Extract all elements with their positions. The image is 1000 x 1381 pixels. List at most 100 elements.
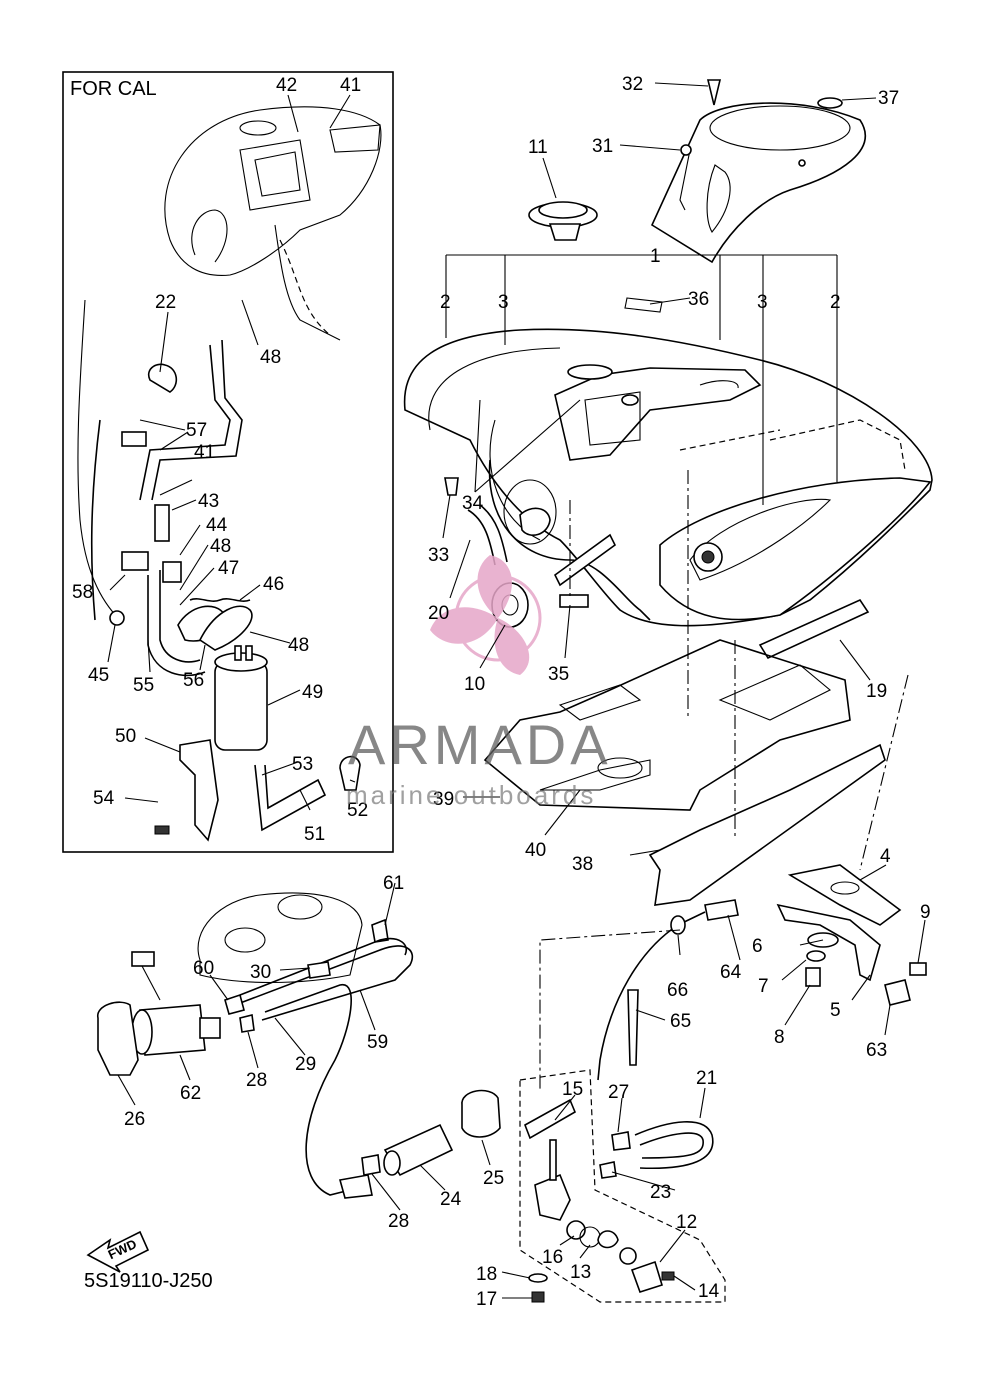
bracket-26 [97,1001,139,1076]
callout-35: 35 [548,664,569,685]
clamp-28-a [239,1014,255,1033]
callout-15: 15 [562,1079,583,1100]
callout-31: 31 [592,136,613,157]
callout-44: 44 [206,515,228,536]
damper-25 [461,1089,501,1138]
callout-13: 13 [570,1262,591,1283]
callout-42: 42 [276,75,297,96]
washer-7 [806,950,826,962]
callout-36: 36 [688,289,709,310]
callout-2-left: 2 [440,292,451,313]
fuel-pump-area [97,892,501,1199]
nut-66 [670,915,686,935]
clamp-22 [147,363,178,393]
callout-54: 54 [93,788,115,809]
callout-48-top: 48 [260,347,281,368]
callout-24: 24 [440,1189,462,1210]
nut-63 [884,979,911,1006]
cable-64 [704,899,739,921]
clip-60 [224,993,245,1015]
callout-33: 33 [428,545,449,566]
callout-32: 32 [622,74,643,95]
filter-43 [154,504,170,542]
coil-hose-56 [198,605,253,651]
callout-50: 50 [115,726,136,747]
callout-2-right: 2 [830,292,841,313]
bracket-5 [776,903,881,982]
cable-assembly [539,899,739,1090]
callout-61: 61 [383,873,404,894]
callout-3-left: 3 [498,292,509,313]
washer-18 [528,1273,548,1283]
callout-28-left: 28 [246,1070,267,1091]
bracket-assembly [776,674,927,1006]
screw-32 [706,79,722,106]
callout-10: 10 [464,674,485,695]
callout-40: 40 [525,840,546,861]
callout-28-lower: 28 [388,1211,409,1232]
callout-30: 30 [250,962,271,983]
bracket-50 [179,739,219,842]
bolt-9 [909,962,927,976]
callout-1: 1 [650,246,661,267]
armada-logo [430,555,542,675]
leader-lines [107,82,926,1299]
filler-cap-11 [528,201,598,241]
callout-43: 43 [198,491,219,512]
callout-53: 53 [292,754,313,775]
callout-57: 57 [186,420,207,441]
callout-29: 29 [295,1054,316,1075]
callout-39: 39 [433,789,454,810]
callout-3-right: 3 [757,292,768,313]
bolt-8 [805,967,821,987]
callout-22: 22 [155,292,176,313]
callout-64: 64 [720,962,742,983]
callout-48-mid: 48 [210,536,231,557]
clamp-27 [611,1131,631,1151]
callout-51: 51 [304,824,325,845]
tie-65 [627,989,639,1066]
callout-49: 49 [302,682,323,703]
callout-56: 56 [183,670,204,691]
callout-37: 37 [878,88,899,109]
callout-34: 34 [462,493,484,514]
callout-14: 14 [698,1281,720,1302]
heat-shields [483,470,886,906]
tank-emblem [659,477,932,621]
callout-21: 21 [696,1068,717,1089]
diagram-code: 5S19110-J250 [84,1270,213,1292]
inset-title: FOR CAL [70,78,157,100]
watermark-subtitle: marine outboards [346,780,597,810]
callout-45: 45 [88,665,109,686]
tank-cover [650,79,867,264]
pump-49 [214,661,268,751]
screw-14 [661,1271,675,1281]
watermark-brand: ARMADA [348,713,612,776]
callout-11: 11 [528,137,548,158]
clamp-23 [599,1161,617,1179]
callout-19: 19 [866,681,887,702]
callout-7: 7 [758,976,769,997]
callout-48-low: 48 [288,635,309,656]
callout-46: 46 [263,574,284,595]
callout-66: 66 [667,980,688,1001]
callout-20: 20 [428,603,449,624]
callout-60: 60 [193,958,214,979]
callouts: 1 2 2 3 3 4 5 6 7 8 9 10 11 12 13 14 15 … [72,74,931,1310]
callout-25: 25 [483,1168,504,1189]
callout-6: 6 [752,936,763,957]
clip-30 [307,961,331,979]
for-cal-inset: FOR CAL [62,71,394,853]
callout-63: 63 [866,1040,887,1061]
callout-41-top: 41 [340,75,361,96]
callout-16: 16 [542,1247,563,1268]
fwd-arrow-icon: FWD [86,1230,150,1273]
callout-4: 4 [880,846,891,867]
callout-52: 52 [347,800,368,821]
callout-12: 12 [676,1212,697,1233]
strip-19 [758,598,870,660]
callout-59: 59 [367,1032,388,1053]
gasket-15 [524,1098,577,1140]
callout-17: 17 [476,1289,497,1310]
